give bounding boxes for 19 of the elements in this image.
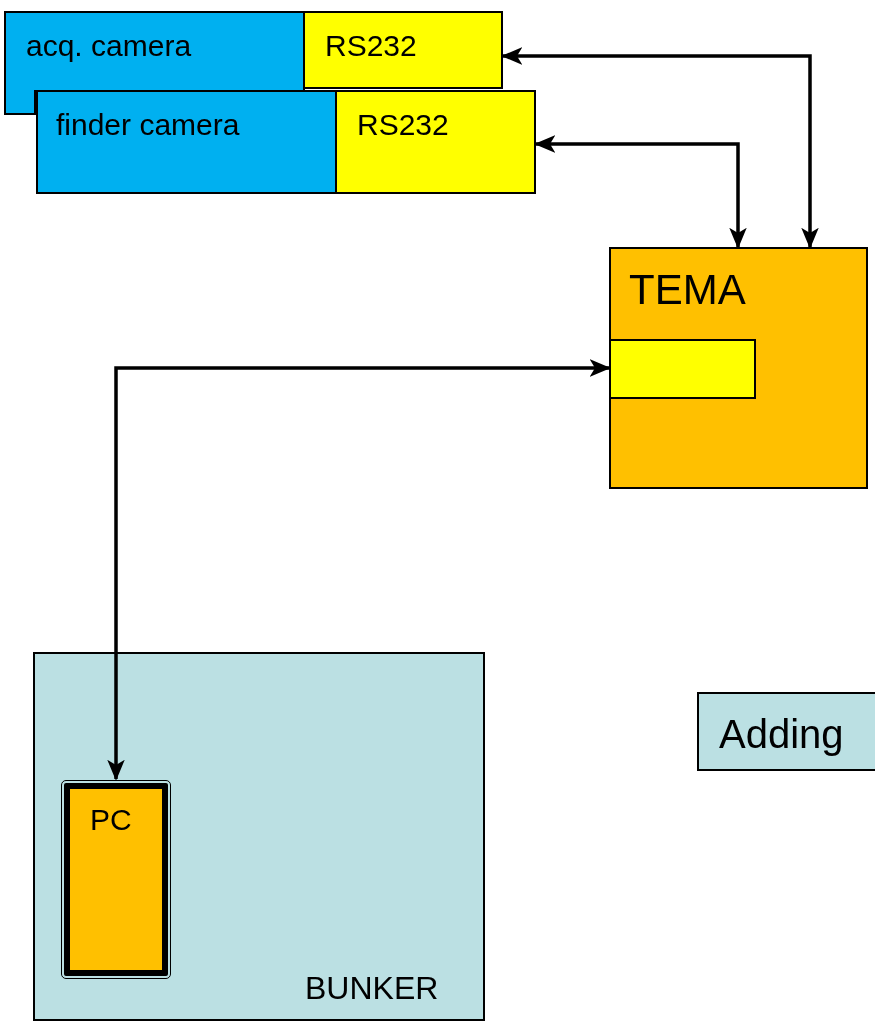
node-label: BUNKER [305,972,439,1004]
node-label: Adding [719,714,844,754]
port-box [303,11,503,89]
node-label: TEMA [629,269,746,311]
node-label: RS232 [325,31,417,61]
port-box [609,339,756,399]
note-box [697,692,875,771]
node-label: finder camera [56,110,240,140]
camera-box [36,90,337,194]
arrow [501,47,819,249]
node-label: PC [90,805,132,835]
arrow [534,135,747,249]
arrow [107,359,611,781]
port-box [335,90,536,194]
room-box [33,652,485,1021]
node-label: RS232 [357,110,449,140]
node-label: acq. camera [26,31,192,61]
device-box [609,247,868,489]
computer-box [64,783,168,976]
